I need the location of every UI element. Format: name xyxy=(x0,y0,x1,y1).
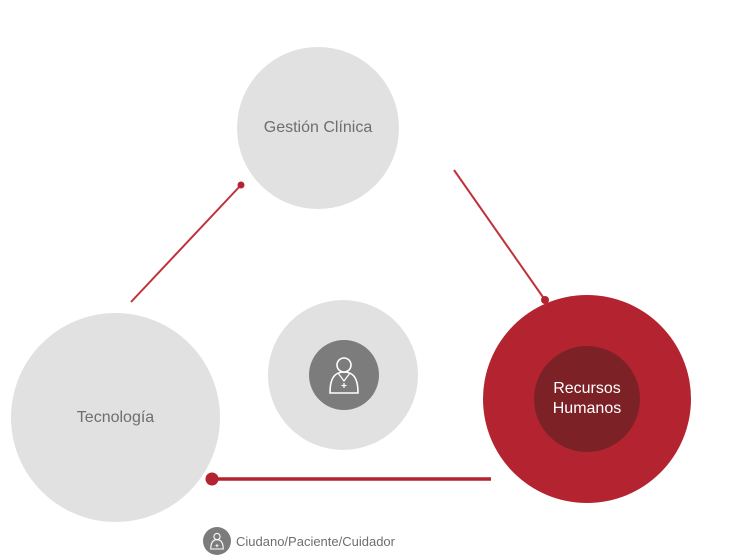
legend-user-icon xyxy=(203,527,231,555)
node-tecnologia-label: Tecnología xyxy=(76,408,155,426)
user-icon-glyph xyxy=(329,357,359,394)
node-tecnologia: Tecnología xyxy=(11,313,220,522)
connector-dot-gestion xyxy=(237,181,245,189)
node-recursos-humanos-inner: Recursos Humanos xyxy=(534,346,640,452)
node-recursos-humanos-label: Recursos Humanos xyxy=(552,380,622,417)
user-icon xyxy=(309,340,379,410)
connector-gestion-tecnologia xyxy=(130,184,242,303)
legend-label: Ciudano/Paciente/Cuidador xyxy=(236,533,395,549)
legend-user-icon-glyph xyxy=(210,532,224,550)
connector-dot-tecnologia xyxy=(205,472,219,486)
node-gestion-clinica-label: Gestión Clínica xyxy=(263,119,373,136)
node-gestion-clinica: Gestión Clínica xyxy=(237,47,399,209)
legend: Ciudano/Paciente/Cuidador xyxy=(203,527,395,555)
connector-gestion-rrhh xyxy=(453,169,546,301)
